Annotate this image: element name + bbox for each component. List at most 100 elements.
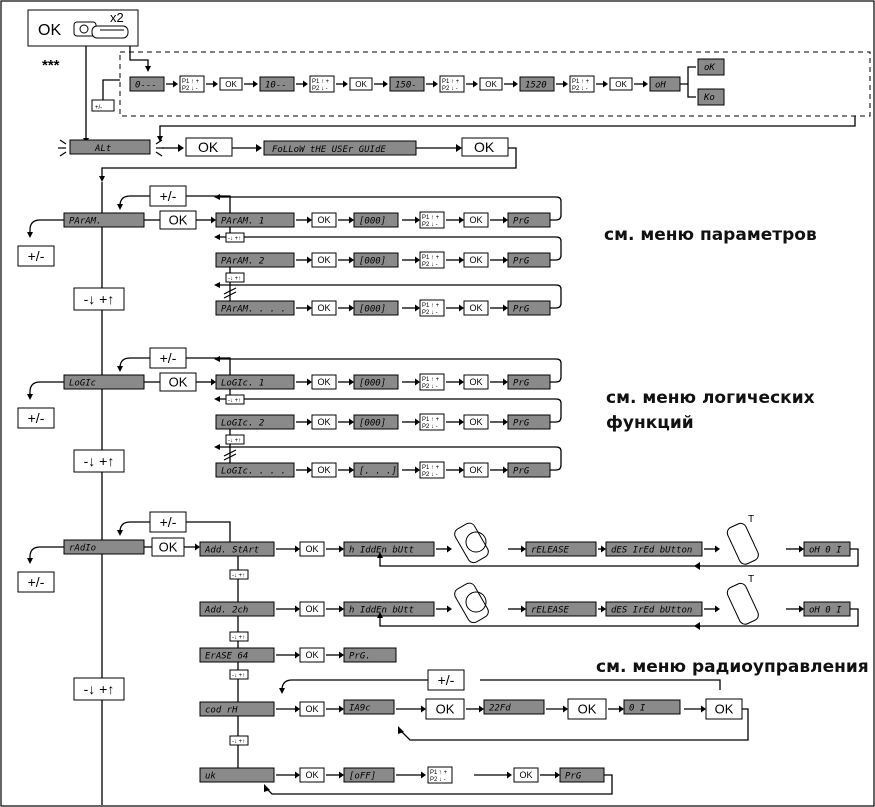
radio-step-1 — [229, 569, 249, 580]
logic-pm-left-text: +/- — [28, 410, 45, 426]
radio-add-2ch-remote-press-icon: T — [726, 574, 759, 625]
radio-du — [73, 677, 125, 701]
logic-item-0-value-text: [000] — [359, 379, 386, 389]
svg-text:OK: OK — [485, 80, 497, 89]
logic-step-2 — [225, 434, 245, 445]
radio-pm-top-text: +/- — [160, 514, 177, 530]
param-item-0-ok2 — [463, 212, 489, 228]
radio-pm-left — [17, 571, 55, 593]
svg-text:P1 ↑ +: P1 ↑ + — [422, 255, 440, 261]
logic-item-2-label-text: LoGIc. . . . — [221, 467, 286, 477]
param-item-1-p1p2 — [419, 251, 445, 269]
radio-erase-ok — [299, 647, 325, 663]
radio-cod — [199, 701, 275, 717]
logic-note-1: см. меню логических — [606, 388, 815, 408]
radio-add-start-hidden-text: h IddEn bUtt — [349, 546, 414, 556]
radio-cod-pm-text: +/- — [438, 672, 455, 688]
param-item-0-label-text: PArAM. 1 — [221, 217, 264, 227]
logic-item-2-ok2-text: OK — [469, 465, 482, 475]
guide-text: FoLLoW tHE USEr GUIdE — [272, 145, 386, 155]
svg-text:-↓ +↑: -↓ +↑ — [232, 635, 245, 641]
svg-text:P2 ↓ -: P2 ↓ - — [422, 262, 438, 268]
logic-item-2-p1p2 — [419, 461, 445, 479]
seq-code-1 — [259, 76, 295, 92]
radio-code-2 — [483, 699, 545, 715]
radio-add-start-desired-text: dES IrEd bUtton — [611, 546, 692, 556]
radio-add-2ch-ok-text: OK — [305, 604, 318, 614]
logic-item-0-value — [353, 374, 399, 390]
param-item-0-ok-text: OK — [317, 215, 330, 225]
alt-row: ALt OK FoLLoW tHE USEr GUIdE OK — [58, 137, 517, 182]
param-step-2 — [225, 272, 245, 283]
radio-add-2ch-remote-icon — [454, 582, 489, 624]
dashed-sequence-box — [119, 51, 871, 117]
svg-text:-↓ +↑: -↓ +↑ — [232, 673, 245, 679]
radio-erase-text: ErASE 64 — [205, 652, 248, 662]
seq-p1p2-1 — [309, 75, 335, 93]
radio-title-text: rAdIo — [69, 544, 96, 554]
param-item-1-ok2-text: OK — [469, 255, 482, 265]
logic-item-1-value — [353, 414, 399, 430]
radio-cod-ok2-text: OK — [436, 702, 455, 717]
param-item-2-ok2-text: OK — [469, 303, 482, 313]
radio-add-start-ok-text: OK — [305, 544, 318, 554]
svg-text:P2 ↓ -: P2 ↓ - — [442, 86, 458, 92]
seq-code-2-text: 150- — [395, 81, 417, 91]
radio-cod-ok4-text: OK — [715, 702, 734, 717]
radio-add-start-ok — [299, 541, 325, 557]
seq-ok-2 — [479, 77, 503, 91]
seq-code-0 — [129, 76, 165, 92]
radio-uk-ok2-text: OK — [519, 770, 532, 780]
alt-display-text: ALt — [94, 144, 111, 154]
svg-text:-↓ +↑: -↓ +↑ — [228, 438, 241, 444]
svg-text:P2 ↓ -: P2 ↓ - — [182, 86, 198, 92]
hand-press-icon — [73, 21, 129, 39]
param-item-0-value — [353, 212, 399, 228]
radio-step-2 — [229, 631, 249, 642]
svg-text:P1 ↑ +: P1 ↑ + — [430, 770, 448, 776]
radio-uk-off — [343, 767, 395, 783]
svg-text:P1 ↑ +: P1 ↑ + — [422, 377, 440, 383]
seq-code-3 — [519, 76, 555, 92]
param-item-2-ok — [311, 300, 337, 316]
alt-ok-label: OK — [198, 139, 219, 155]
radio-cod-ok2 — [425, 698, 465, 720]
logic-item-0-label — [215, 374, 295, 390]
radio-cod-ok3-text: OK — [578, 702, 597, 717]
logic-item-2-prg-text: PrG — [513, 467, 530, 477]
svg-text:-↓ +↑: -↓ +↑ — [232, 739, 245, 745]
logic-item-0-label-text: LoGIc. 1 — [221, 379, 264, 389]
param-item-1-value-text: [000] — [359, 257, 386, 267]
radio-code-1 — [343, 699, 395, 715]
svg-text:P2 ↓ -: P2 ↓ - — [312, 86, 328, 92]
seq-p1p2-3 — [569, 75, 595, 93]
param-item-0-value-text: [000] — [359, 217, 386, 227]
svg-text:T: T — [748, 514, 754, 525]
logic-item-2-label — [215, 462, 295, 478]
radio-add-2ch-hidden — [343, 601, 435, 617]
radio-erase-ok-text: OK — [305, 650, 318, 660]
logic-item-1-ok2 — [463, 414, 489, 430]
logic-item-1-ok-text: OK — [317, 417, 330, 427]
result-ok — [697, 58, 725, 76]
svg-text:P1 ↑ +: P1 ↑ + — [182, 79, 200, 85]
svg-text:P1 ↑ +: P1 ↑ + — [422, 465, 440, 471]
radio-erase — [199, 647, 275, 663]
seq-p1p2-0 — [179, 75, 205, 93]
radio-add-2ch-release-text: rELEASE — [531, 606, 570, 616]
pm-small-label: +/- — [95, 105, 102, 111]
svg-text:P2 ↓ -: P2 ↓ - — [572, 86, 588, 92]
radio-add-start-desired — [605, 541, 703, 557]
times-label: x2 — [110, 10, 124, 25]
logic-item-1-ok2-text: OK — [469, 417, 482, 427]
svg-text:P2 ↓ -: P2 ↓ - — [422, 222, 438, 228]
svg-text:Ko: Ko — [703, 93, 715, 103]
logic-item-0-ok2-text: OK — [469, 377, 482, 387]
logic-item-0-ok2 — [463, 374, 489, 390]
top-ok-label: OK — [38, 22, 61, 39]
svg-text:P1 ↑ +: P1 ↑ + — [312, 79, 330, 85]
svg-text:OK: OK — [615, 80, 627, 89]
